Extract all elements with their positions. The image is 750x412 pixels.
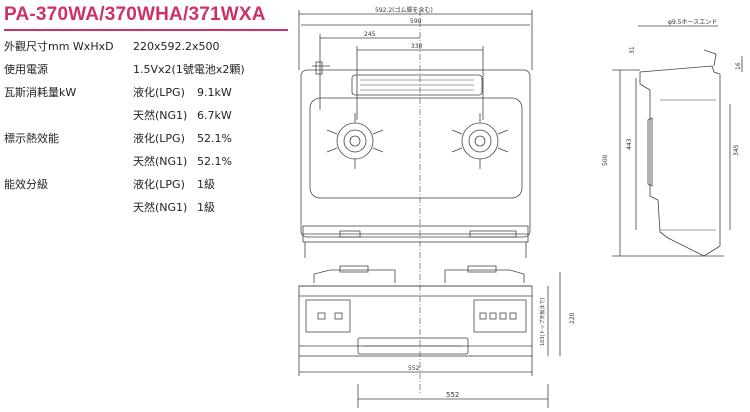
dim-cutout: 552	[446, 391, 459, 399]
gas-ng-type: 天然(NG1)	[133, 109, 188, 122]
grade-ng-value: 1級	[197, 201, 215, 214]
dim-body-width: 590	[410, 18, 422, 25]
dim-side-16: 16	[735, 62, 742, 70]
power-value: 1.5Vx2(1號電池x2顆)	[133, 63, 245, 76]
eff-lpg-value: 52.1%	[197, 132, 232, 145]
side-view	[612, 25, 743, 257]
gas-ng-value: 6.7kW	[197, 109, 232, 122]
dim-front-width: 552	[408, 365, 420, 372]
gas-lpg-value: 9.1kW	[197, 86, 232, 99]
eff-label: 標示熱效能	[4, 132, 59, 145]
dim-side-31: 31	[629, 46, 636, 54]
dim-trivet-height: 103(トップ天板まで)	[539, 298, 546, 346]
gas-label: 瓦斯消耗量kW	[4, 86, 77, 99]
cutout-view	[357, 384, 549, 408]
size-value: 220x592.2x500	[133, 40, 220, 53]
grade-label: 能效分級	[4, 178, 48, 191]
title-underline	[4, 29, 288, 31]
dim-left-offset: 245	[364, 31, 376, 38]
eff-ng-type: 天然(NG1)	[133, 155, 188, 168]
size-label: 外觀尺寸mm WxHxD	[4, 40, 114, 53]
grade-lpg-value: 1級	[197, 178, 215, 191]
grade-ng-type: 天然(NG1)	[133, 201, 188, 214]
grade-lpg-type: 液化(LPG)	[133, 178, 185, 191]
top-view	[298, 10, 533, 395]
eff-ng-value: 52.1%	[197, 155, 232, 168]
gas-lpg-type: 液化(LPG)	[133, 86, 185, 99]
power-label: 使用電源	[4, 63, 48, 76]
dim-front-height: 220	[569, 312, 576, 324]
dim-burner-pitch: 330	[411, 43, 423, 50]
dim-side-443: 443	[626, 138, 633, 150]
front-view	[298, 265, 561, 376]
dim-total-width: 592.2(ゴム脚を含む)	[375, 6, 433, 14]
right-burner	[451, 113, 509, 169]
dim-side-345: 345	[733, 144, 740, 156]
dim-depth: 500	[602, 154, 609, 166]
eff-lpg-type: 液化(LPG)	[133, 132, 185, 145]
left-burner	[326, 113, 384, 169]
dim-hose: φ9.5ホースエンド	[668, 19, 717, 26]
model-title: PA-370WA/370WHA/371WXA	[4, 4, 266, 25]
